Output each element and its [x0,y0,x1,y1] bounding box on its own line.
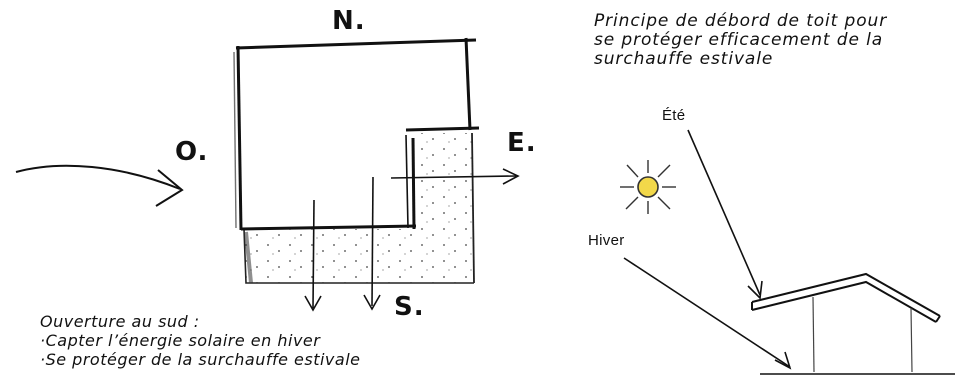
north-label: N. [332,6,366,36]
winter-ray-arrow [623,257,792,370]
east-arrow [390,168,520,185]
overhang-principle-title: Principe de débord de toit pour se proté… [594,12,956,69]
summer-ray-arrow [687,129,763,300]
winter-label: Hiver [588,232,625,249]
west-arrow [15,164,184,207]
title-line-3: surchauffe estivale [594,49,774,69]
west-label: O. [175,137,209,167]
south-opening-caption: Ouverture au sud : ·Capter l’énergie sol… [40,312,361,369]
summer-label: Été [662,107,686,124]
sun-icon [620,160,676,214]
caption-heading: Ouverture au sud : [40,312,200,331]
caption-line-winter: ·Capter l’énergie solaire en hiver [40,331,321,350]
east-label: E. [507,128,537,158]
south-label: S. [394,292,425,322]
caption-line-summer: ·Se protéger de la surchauffe estivale [40,350,361,369]
roof-overhang-house [751,272,955,375]
south-arrows [304,176,381,312]
title-line-1: Principe de débord de toit pour [594,11,888,31]
house-outline [233,37,480,231]
title-line-2: se protéger efficacement de la [594,30,884,50]
terrace-area [243,132,475,284]
